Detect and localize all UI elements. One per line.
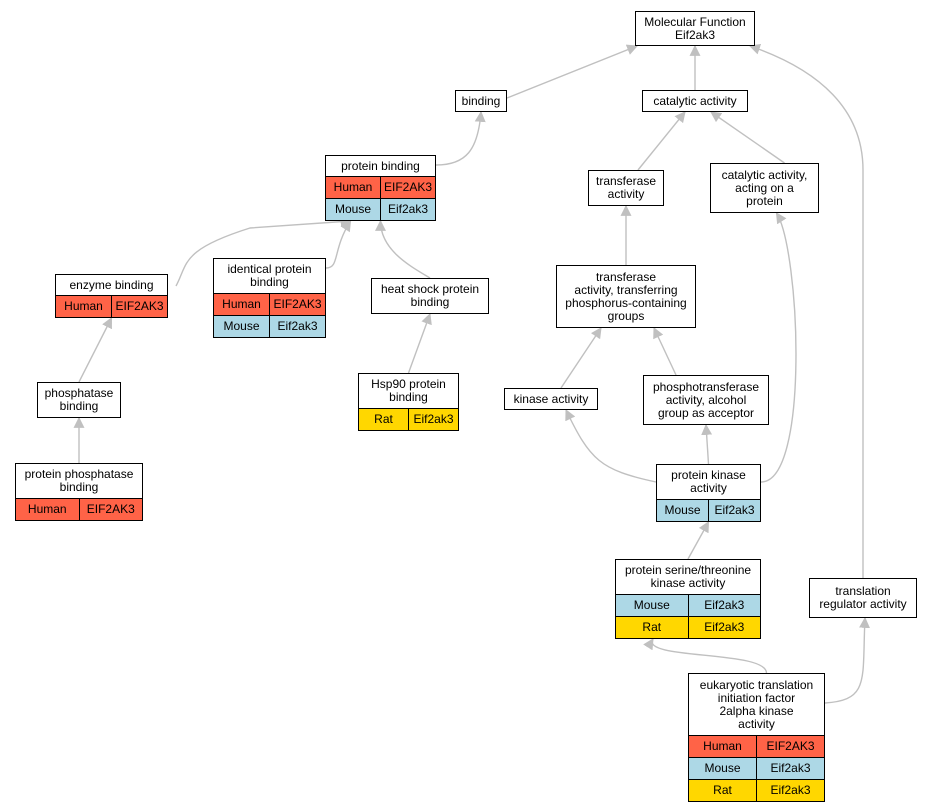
edge-pka-to-pta [701, 423, 713, 465]
gene-cell: EIF2AK3 [78, 499, 143, 520]
edge-trra-to-mf [748, 44, 864, 578]
go-term-kin[interactable]: kinase activity [504, 388, 598, 410]
go-term-label: protein serine/threonine kinase activity [624, 563, 752, 590]
go-term-label: binding [461, 93, 501, 108]
annotation-row: Rat Eif2ak3 [359, 408, 458, 430]
go-term-label: identical protein binding [227, 262, 312, 289]
annotation-row: Human EIF2AK3 [326, 176, 435, 198]
species-cell: Rat [374, 412, 393, 426]
go-term-label: translation regulator activity [819, 584, 907, 611]
annotation-row: Human EIF2AK3 [56, 295, 167, 317]
edge-ipb-to-pb [325, 220, 352, 269]
annotation-row: Mouse Eif2ak3 [616, 594, 760, 616]
go-term-cat[interactable]: catalytic activity [642, 90, 748, 112]
species-cell: Rat [713, 783, 732, 797]
gene-cell: EIF2AK3 [380, 177, 435, 198]
go-term-label: phosphotransferase activity, alcohol gro… [652, 379, 760, 420]
species-cell: Mouse [704, 761, 741, 775]
go-term-label: catalytic activity [653, 93, 737, 108]
go-term-label: heat shock protein binding [380, 282, 480, 309]
go-term-label: Hsp90 protein binding [371, 377, 446, 404]
go-term-eif[interactable]: eukaryotic translation initiation factor… [688, 673, 825, 802]
gene-cell: Eif2ak3 [687, 617, 761, 638]
gene-cell: Eif2ak3 [756, 758, 824, 779]
edge-phosb-to-enz [78, 317, 113, 383]
go-term-label: transferase activity [595, 174, 657, 201]
go-term-label: Molecular Function Eif2ak3 [644, 14, 746, 42]
gene-cell: Eif2ak3 [687, 595, 761, 616]
species-cell: Human [222, 297, 261, 311]
go-term-bind[interactable]: binding [455, 90, 507, 112]
go-term-label: protein phosphatase binding [24, 467, 134, 494]
go-term-label: transferase activity, transferring phosp… [565, 269, 687, 323]
gene-cell: EIF2AK3 [756, 736, 824, 757]
go-term-catp[interactable]: catalytic activity, acting on a protein [710, 163, 819, 213]
edge-catp-to-cat [710, 111, 785, 164]
edge-pb-to-bind [435, 110, 486, 166]
edge-kin-to-tphos [560, 327, 602, 389]
species-cell: Human [703, 739, 742, 753]
edge-eif-to-trra [824, 616, 871, 704]
annotation-row: Rat Eif2ak3 [689, 779, 824, 801]
edge-enz-to-pb [175, 216, 352, 287]
species-cell: Mouse [334, 202, 372, 216]
species-cell: Mouse [633, 598, 670, 612]
annotation-row: Mouse Eif2ak3 [326, 198, 435, 220]
annotation-row: Human EIF2AK3 [214, 293, 325, 315]
gene-cell: EIF2AK3 [111, 296, 167, 317]
annotation-row: Mouse Eif2ak3 [657, 499, 760, 521]
annotation-row: Mouse Eif2ak3 [689, 757, 824, 779]
species-cell: Human [64, 299, 103, 313]
go-term-pst[interactable]: protein serine/threonine kinase activity… [615, 559, 761, 639]
gene-cell: Eif2ak3 [708, 500, 760, 521]
go-term-phosb[interactable]: phosphatase binding [37, 382, 121, 418]
gene-cell: Eif2ak3 [408, 409, 458, 430]
go-term-hsp[interactable]: heat shock protein binding [371, 278, 489, 314]
go-term-label: kinase activity [513, 391, 589, 406]
species-cell: Mouse [223, 319, 260, 333]
go-term-trra[interactable]: translation regulator activity [809, 578, 917, 618]
edge-pta-to-tphos [653, 327, 677, 376]
edge-pka-to-kin [565, 409, 657, 483]
annotation-row: Rat Eif2ak3 [616, 616, 760, 638]
go-term-tphos[interactable]: transferase activity, transferring phosp… [556, 265, 696, 328]
edge-eif-to-pst [643, 638, 768, 674]
go-term-label: catalytic activity, acting on a protein [721, 167, 808, 208]
species-cell: Human [333, 180, 373, 194]
go-term-trans[interactable]: transferase activity [588, 170, 664, 206]
species-cell: Rat [642, 620, 662, 634]
gene-cell: EIF2AK3 [269, 294, 325, 315]
go-term-pta[interactable]: phosphotransferase activity, alcohol gro… [643, 375, 769, 425]
go-term-label: eukaryotic translation initiation factor… [699, 677, 814, 731]
go-term-label: protein binding [341, 158, 420, 173]
species-cell: Mouse [664, 503, 701, 517]
annotation-row: Human EIF2AK3 [16, 498, 142, 520]
edge-hsp-to-pb [375, 219, 431, 279]
go-term-label: phosphatase binding [44, 386, 114, 413]
gene-cell: Eif2ak3 [380, 199, 435, 220]
annotation-row: Human EIF2AK3 [689, 735, 824, 757]
edge-trans-to-cat [637, 111, 686, 171]
gene-cell: Eif2ak3 [756, 780, 824, 801]
edge-pka-to-catp [760, 212, 797, 483]
go-term-label: protein kinase activity [671, 468, 746, 495]
gene-cell: Eif2ak3 [269, 316, 325, 337]
annotation-row: Mouse Eif2ak3 [214, 315, 325, 337]
go-term-mf[interactable]: Molecular Function Eif2ak3 [635, 11, 755, 46]
species-cell: Human [27, 502, 67, 516]
edge-bind-to-mf [506, 44, 639, 99]
edge-pst-to-pka [687, 521, 710, 560]
go-term-label: enzyme binding [69, 277, 154, 292]
edge-hsp90-to-hsp [407, 312, 432, 374]
